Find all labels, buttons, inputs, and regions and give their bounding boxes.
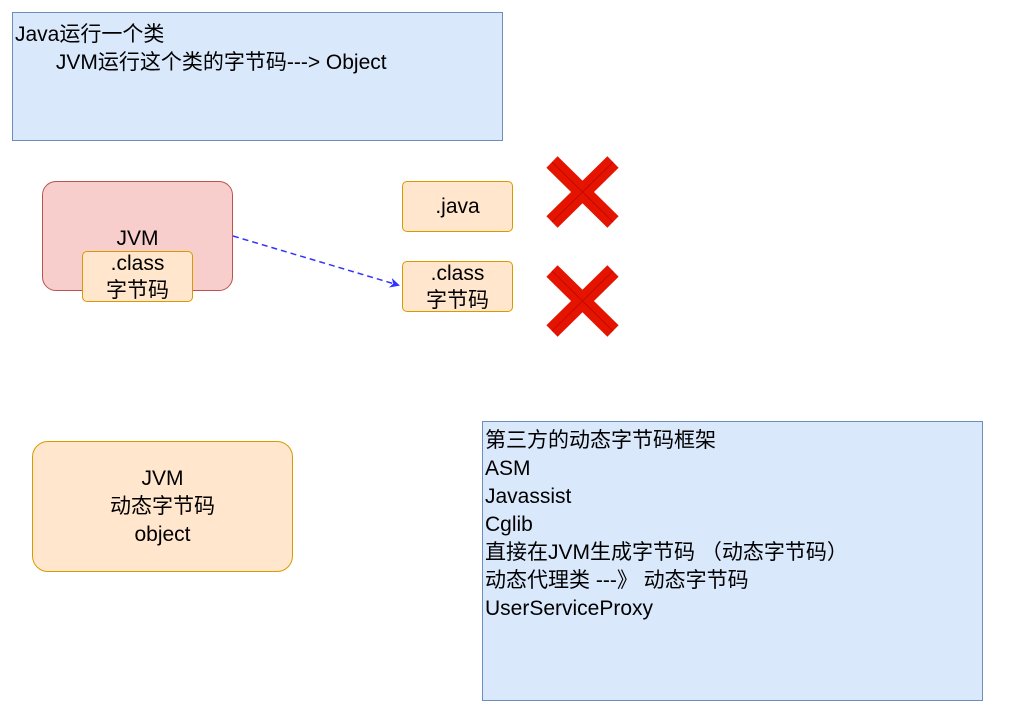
jvm-inner-class-line-2: 字节码 (106, 278, 169, 302)
frameworks-line: ASM (485, 457, 531, 480)
frameworks-line: Javassist (485, 485, 572, 508)
dashed-arrow (232, 235, 400, 288)
dynamic-box-line-2: 动态字节码 (110, 494, 215, 518)
dynamic-bytecode-box: JVM 动态字节码 object (32, 441, 293, 572)
class-file-line-1: .class (430, 261, 485, 285)
jvm-inner-class-box: .class 字节码 (82, 251, 193, 302)
frameworks-line: UserServiceProxy (485, 597, 654, 620)
top-note: Java运行一个类 JVM运行这个类的字节码---> Object (12, 12, 503, 141)
dynamic-box-line-3: object (134, 522, 191, 546)
jvm-inner-class-line-1: .class (110, 251, 165, 275)
frameworks-note: 第三方的动态字节码框架 ASM Javassist Cglib 直接在JVM生成… (482, 421, 983, 701)
frameworks-line: Cglib (485, 513, 533, 536)
jvm-label: JVM (116, 226, 159, 250)
top-note-line-2: JVM运行这个类的字节码---> Object (15, 51, 387, 74)
class-file-box: .class 字节码 (402, 261, 513, 312)
cross-icon (546, 156, 619, 228)
java-file-label: .java (435, 195, 480, 218)
top-note-line-1: Java运行一个类 (15, 23, 165, 46)
java-file-box: .java (402, 181, 513, 232)
frameworks-line: 直接在JVM生成字节码 （动态字节码） (485, 541, 848, 564)
cross-icon (546, 265, 619, 337)
dynamic-box-line-1: JVM (141, 466, 184, 490)
class-file-line-2: 字节码 (426, 288, 489, 312)
frameworks-line: 动态代理类 ---》 动态字节码 (485, 569, 749, 592)
frameworks-line: 第三方的动态字节码框架 (485, 429, 716, 452)
